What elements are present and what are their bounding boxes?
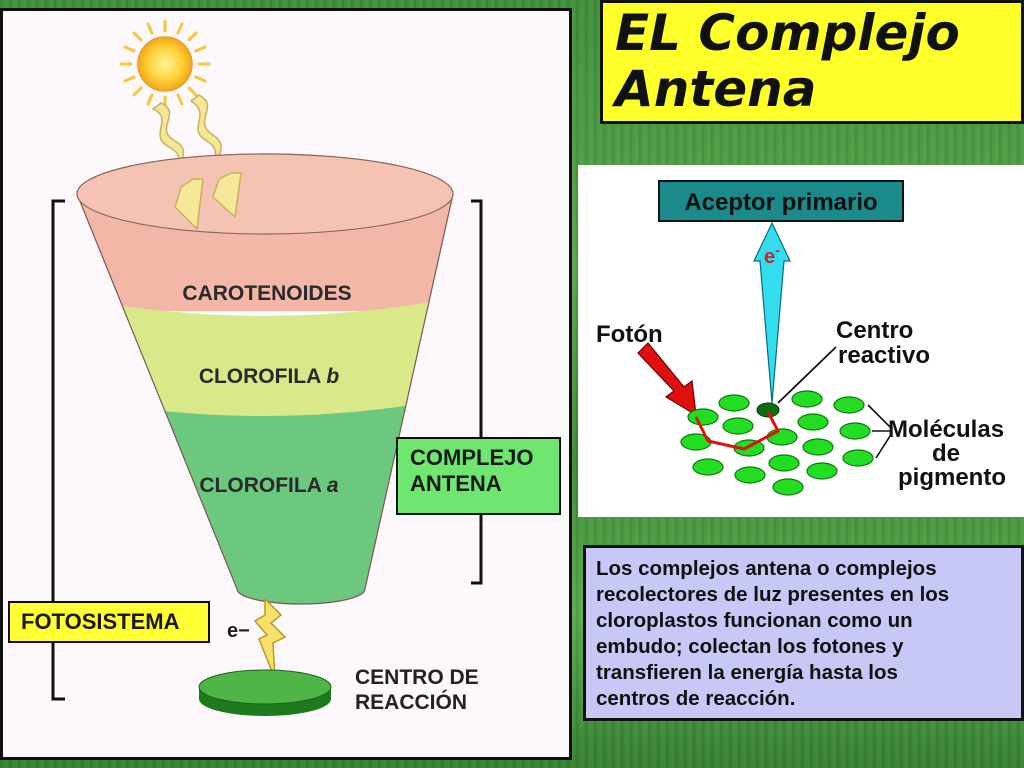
funnel-diagram: CAROTENOIDES CLOROFILA b CLOROFILA a e− …	[51, 19, 483, 716]
page-title: EL Complejo Antena	[615, 5, 960, 117]
moleculas-line2: de	[932, 440, 960, 467]
pigment-diagram: Aceptor primario e- Fotón Centro reactiv…	[596, 180, 1006, 496]
moleculas-line3: pigmento	[898, 464, 1006, 491]
lightning-icon	[253, 597, 287, 680]
centro-reaccion-line1: CENTRO DE	[355, 666, 479, 689]
centro-reaccion-line2: REACCIÓN	[355, 690, 467, 714]
pigment-molecules	[680, 390, 874, 496]
description-line: centros de reacción.	[596, 687, 796, 710]
page-title-line1: EL Complejo	[615, 4, 960, 62]
antena-bracket	[471, 199, 483, 585]
centro-reactivo-line2: reactivo	[838, 342, 930, 369]
electron-label: e−	[227, 620, 250, 642]
description-text: Los complejos antena o complejos recolec…	[596, 556, 1013, 712]
aceptor-box	[658, 180, 904, 222]
description-line: Los complejos antena o complejos	[596, 557, 937, 580]
layer-label-clorofila-b: CLOROFILA b	[199, 365, 340, 388]
description-box: Los complejos antena o complejos recolec…	[583, 545, 1024, 721]
description-line: recolectores de luz presentes en los	[596, 583, 950, 606]
reaction-center-molecule	[756, 402, 780, 418]
complejo-antena-line2: ANTENA	[410, 471, 502, 496]
description-line: cloroplastos funcionan como un	[596, 609, 913, 632]
title-box: EL Complejo Antena	[600, 0, 1024, 124]
fotosistema-label: FOTOSISTEMA	[8, 601, 210, 643]
sun-icon	[119, 19, 211, 109]
complejo-antena-label: COMPLEJO ANTENA	[396, 437, 561, 515]
page-title-line2: Antena	[615, 60, 817, 118]
foton-label: Fotón	[596, 321, 663, 348]
description-line: transfieren la energía hasta los	[596, 661, 898, 684]
electron-diagram-label: e-	[764, 242, 780, 268]
description-line: embudo; colectan los fotones y	[596, 635, 904, 658]
energy-path	[694, 411, 780, 451]
complejo-antena-line1: COMPLEJO	[410, 445, 534, 470]
layer-label-clorofila-a: CLOROFILA a	[199, 474, 339, 497]
molecule-pointers	[867, 404, 893, 459]
funnel-panel: CAROTENOIDES CLOROFILA b CLOROFILA a e− …	[0, 8, 572, 760]
photon-arrow-icon	[637, 342, 697, 417]
aceptor-label: Aceptor primario	[684, 189, 877, 216]
fotosistema-bracket	[51, 199, 65, 701]
pigment-diagram-panel: Aceptor primario e- Fotón Centro reactiv…	[578, 165, 1024, 517]
moleculas-line1: Moléculas	[888, 416, 1004, 443]
reaction-center-disc	[198, 669, 332, 716]
centro-reactivo-line1: Centro	[836, 317, 913, 344]
layer-label-carotenoides: CAROTENOIDES	[182, 282, 351, 305]
